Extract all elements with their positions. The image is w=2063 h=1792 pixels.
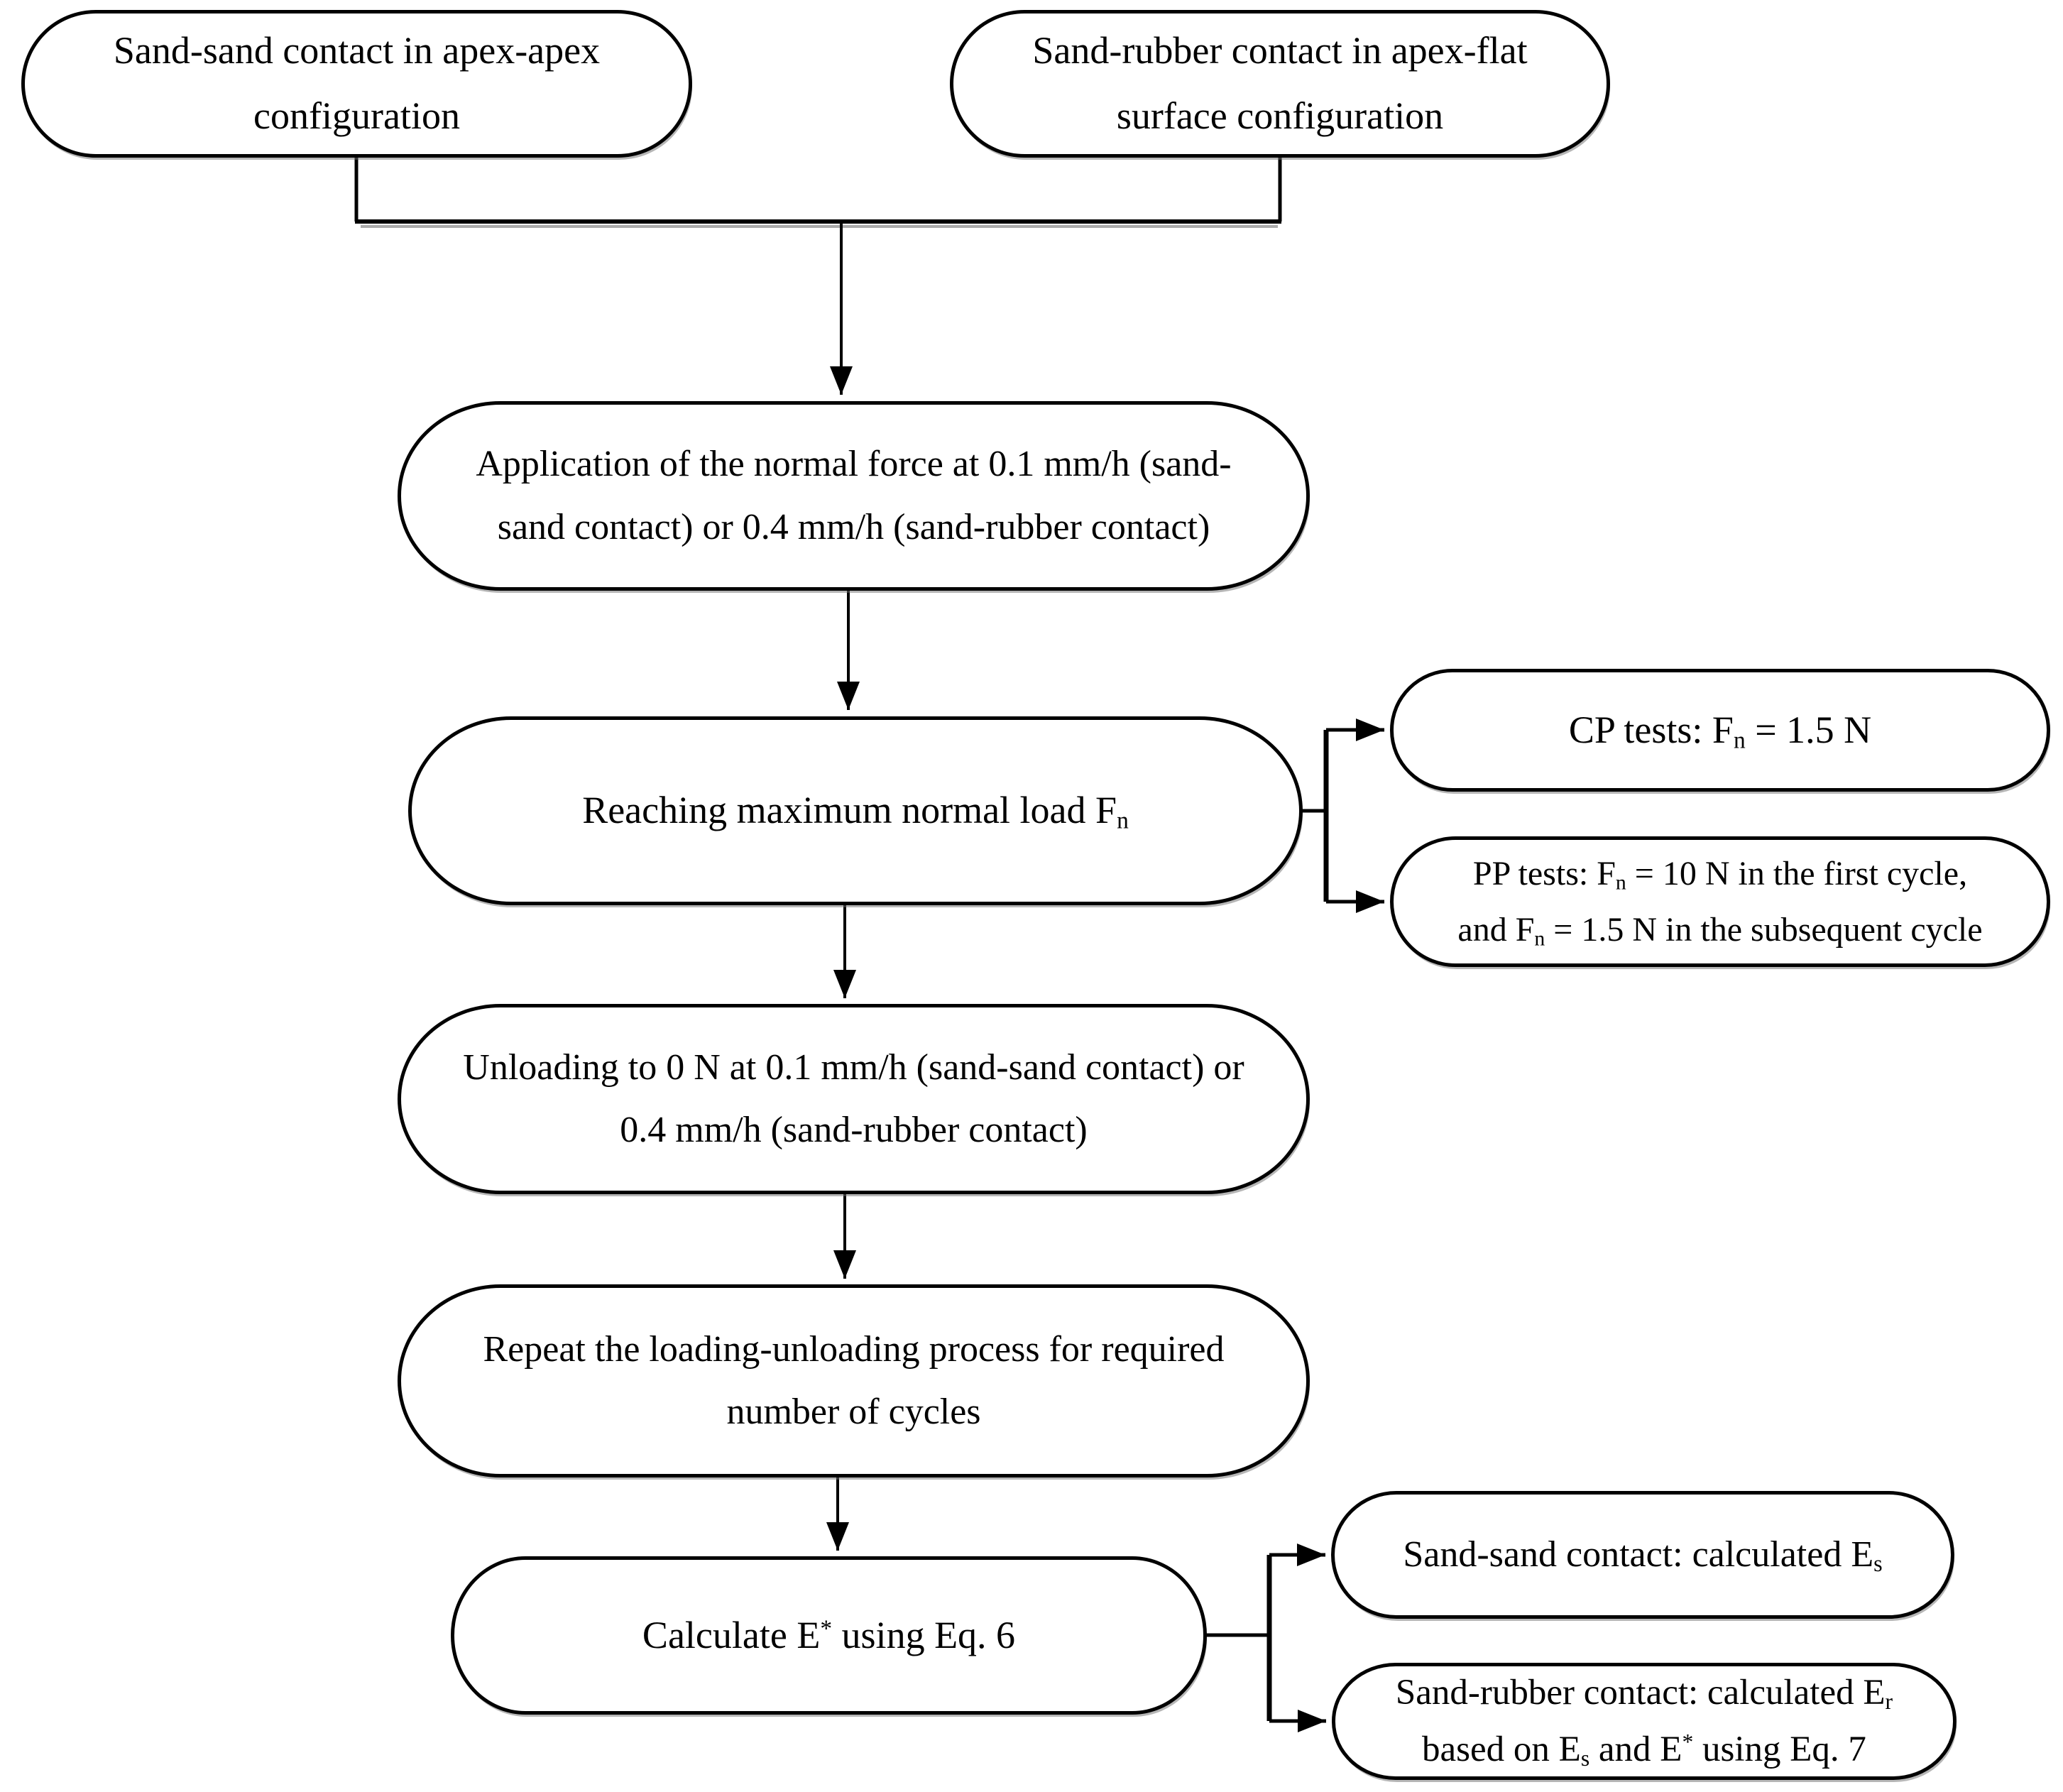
node-repeat-cycles-label: Repeat the loading-unloading process for… — [483, 1328, 1225, 1432]
node-unloading: Unloading to 0 N at 0.1 mm/h (sand-sand … — [398, 1004, 1310, 1194]
node-calculate-e-star: Calculate E* using Eq. 6 — [451, 1556, 1207, 1715]
node-apply-normal-force: Application of the normal force at 0.1 m… — [398, 401, 1310, 591]
node-reach-max-load-label: Reaching maximum normal load Fn — [582, 789, 1129, 834]
node-reach-max-load: Reaching maximum normal load Fn — [408, 716, 1303, 905]
node-cp-tests: CP tests: Fn = 1.5 N — [1390, 669, 2050, 792]
node-pp-tests-label: PP tests: Fn = 10 N in the first cycle,a… — [1457, 854, 1983, 951]
node-calculate-e-star-label: Calculate E* using Eq. 6 — [642, 1613, 1016, 1656]
node-repeat-cycles: Repeat the loading-unloading process for… — [398, 1284, 1310, 1477]
node-cp-tests-label: CP tests: Fn = 1.5 N — [1568, 708, 1872, 753]
node-apply-normal-force-label: Application of the normal force at 0.1 m… — [476, 444, 1232, 547]
node-unloading-label: Unloading to 0 N at 0.1 mm/h (sand-sand … — [463, 1047, 1244, 1150]
node-result-sand-sand-label: Sand-sand contact: calculated Es — [1403, 1534, 1883, 1576]
node-result-sand-sand: Sand-sand contact: calculated Es — [1331, 1491, 1954, 1619]
node-pp-tests: PP tests: Fn = 10 N in the first cycle,a… — [1390, 836, 2050, 967]
